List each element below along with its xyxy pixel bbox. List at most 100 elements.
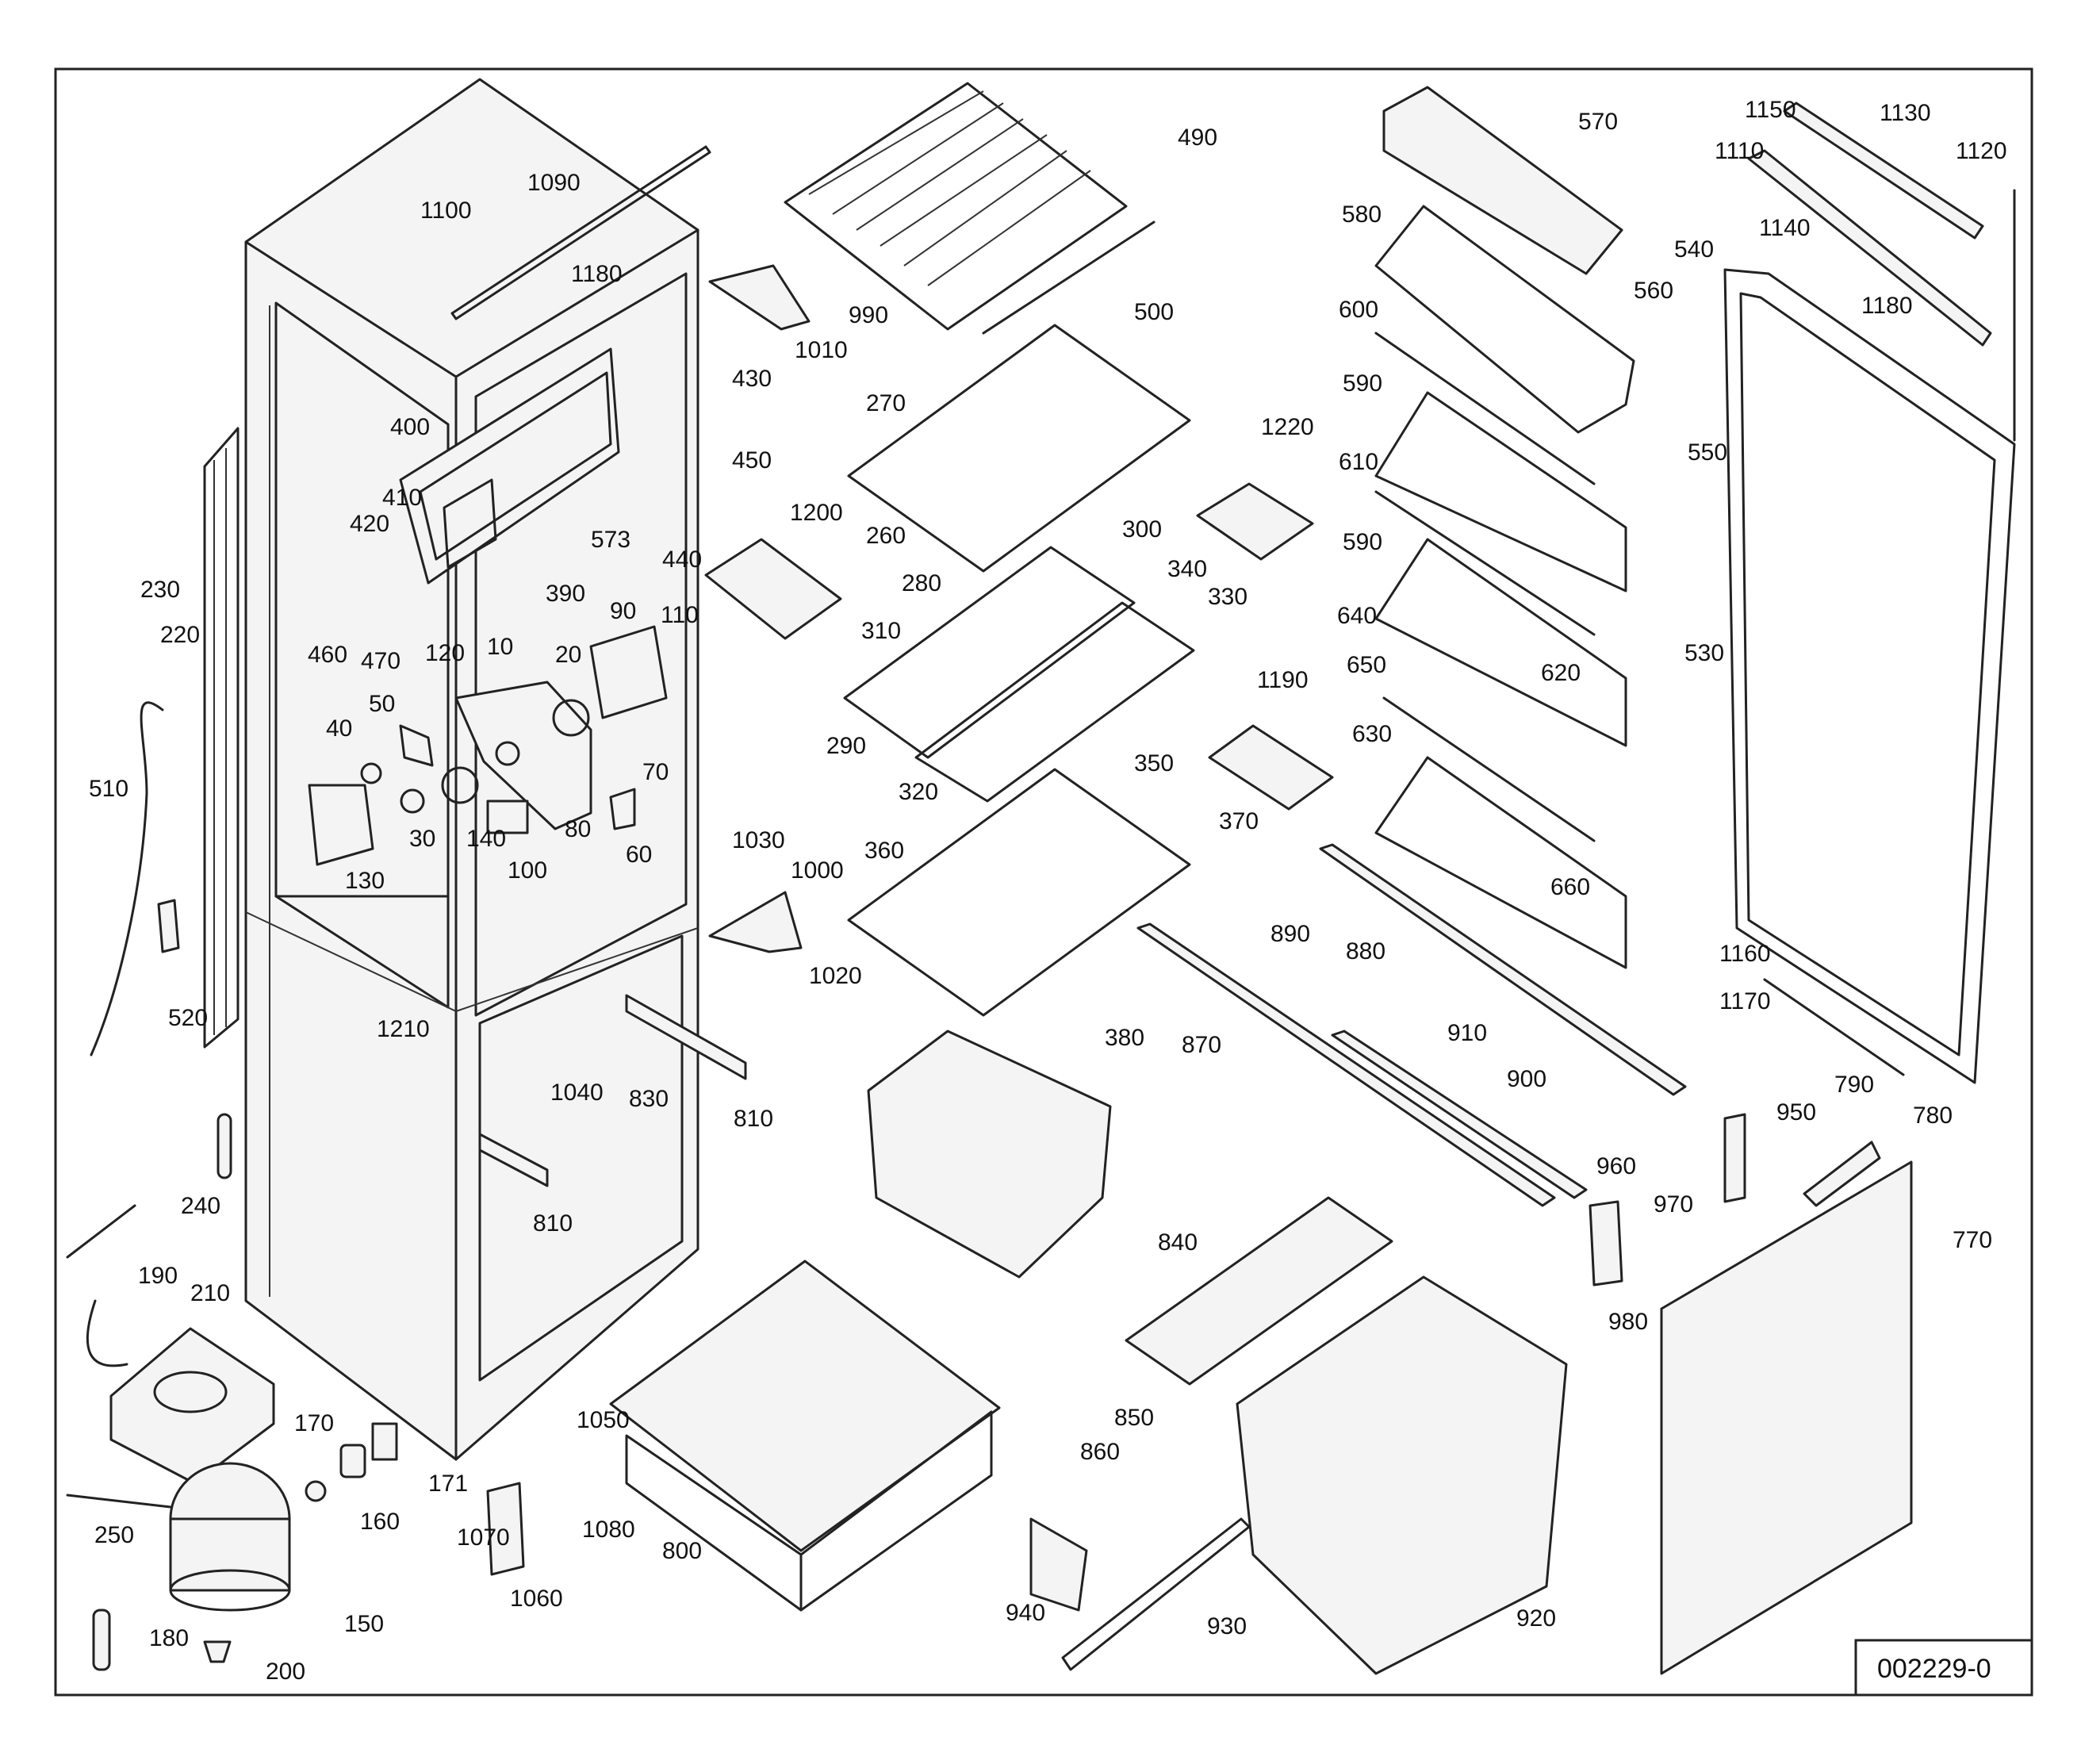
part-callout: 1030 xyxy=(732,827,785,853)
part-callout: 290 xyxy=(826,733,866,759)
part-callout: 400 xyxy=(390,414,430,440)
part-callout: 620 xyxy=(1541,660,1581,686)
part-callout: 500 xyxy=(1134,299,1174,325)
part-callout: 350 xyxy=(1134,750,1174,777)
part-callout: 390 xyxy=(546,581,585,607)
part-callout: 60 xyxy=(626,842,652,868)
part-callout: 160 xyxy=(360,1509,400,1535)
part-callout: 810 xyxy=(533,1210,573,1237)
part-callout: 530 xyxy=(1684,640,1724,666)
tray-840 xyxy=(1125,1196,1393,1386)
glass-shelf-260 xyxy=(847,324,1191,573)
part-callout: 80 xyxy=(565,816,591,842)
part-callout: 930 xyxy=(1207,1613,1247,1639)
part-callout: 940 xyxy=(1006,1600,1045,1626)
door-bin-630 xyxy=(1374,756,1627,969)
part-callout: 1190 xyxy=(1257,667,1309,693)
hinge-plate-1110 xyxy=(1747,149,1992,347)
part-callout: 630 xyxy=(1352,721,1392,747)
part-callout: 1180 xyxy=(1861,293,1913,319)
glass-shelf-320 xyxy=(914,601,1195,803)
part-callout: 50 xyxy=(369,691,395,717)
part-callout: 800 xyxy=(662,1538,702,1564)
part-callout: 250 xyxy=(94,1522,134,1548)
part-callout: 590 xyxy=(1343,529,1382,555)
part-callout: 1120 xyxy=(1956,138,2007,164)
part-callout: 560 xyxy=(1634,278,1673,304)
part-callout: 660 xyxy=(1550,874,1590,900)
compressor-housing xyxy=(109,1327,275,1485)
slide-900 xyxy=(1331,1030,1588,1199)
bracket-1000 xyxy=(708,891,803,953)
latch-520 xyxy=(157,899,180,953)
part-callout: 1080 xyxy=(582,1517,635,1543)
door-shelf-570 xyxy=(1382,86,1623,275)
part-callout: 30 xyxy=(409,826,435,852)
shelf-rod-500 xyxy=(982,220,1155,335)
part-callout: 310 xyxy=(861,618,901,644)
part-callout: 890 xyxy=(1270,921,1310,947)
relay-cover xyxy=(371,1422,398,1461)
basket-920 xyxy=(1236,1275,1568,1675)
power-cord xyxy=(66,1204,136,1367)
part-callout: 180 xyxy=(149,1625,189,1651)
part-callout: 460 xyxy=(308,642,347,668)
part-callout: 960 xyxy=(1596,1153,1636,1179)
part-callout: 1070 xyxy=(457,1524,510,1551)
part-callout: 200 xyxy=(266,1659,305,1685)
handle-780 xyxy=(1803,1141,1881,1207)
bottom-hinge xyxy=(486,1482,525,1576)
part-callout: 470 xyxy=(361,648,400,674)
part-callout: 140 xyxy=(466,826,506,852)
part-callout: 410 xyxy=(382,485,422,511)
evaporator-cover xyxy=(1196,482,1314,561)
part-callout: 190 xyxy=(138,1263,178,1289)
condenser-coil xyxy=(203,427,240,1049)
egg-tray xyxy=(1208,724,1334,811)
part-callout: 370 xyxy=(1219,808,1259,834)
part-callout: 580 xyxy=(1342,201,1382,228)
hinge-960 xyxy=(1589,1200,1623,1287)
part-callout: 220 xyxy=(160,622,200,648)
part-callout: 870 xyxy=(1182,1032,1221,1058)
gasket-930 xyxy=(1061,1517,1251,1671)
diagram-frame xyxy=(54,67,2033,1697)
bracket-950 xyxy=(1723,1113,1746,1203)
crisper-drawer xyxy=(867,1030,1112,1279)
part-callout: 330 xyxy=(1208,584,1247,610)
part-callout: 810 xyxy=(734,1106,773,1132)
part-callout: 420 xyxy=(350,511,389,537)
glass-shelf-290 xyxy=(843,546,1136,759)
part-callout: 440 xyxy=(662,546,702,573)
part-callout: 240 xyxy=(181,1193,220,1219)
rail-810-right xyxy=(625,994,747,1080)
freezer-flap xyxy=(399,347,620,585)
part-callout: 150 xyxy=(344,1611,384,1637)
part-callout: 610 xyxy=(1339,449,1378,475)
slide-870 xyxy=(1136,922,1556,1207)
part-callout: 1200 xyxy=(790,500,843,526)
part-callout: 573 xyxy=(591,527,630,553)
part-callout: 950 xyxy=(1776,1099,1816,1126)
part-callout: 520 xyxy=(168,1005,208,1031)
part-callout: 380 xyxy=(1105,1025,1144,1051)
bracket-990 xyxy=(708,264,811,331)
ice-tray xyxy=(704,538,842,640)
part-callout: 860 xyxy=(1080,1439,1120,1465)
part-callout: 1140 xyxy=(1759,215,1811,241)
part-callout: 360 xyxy=(864,838,904,864)
part-callout: 171 xyxy=(428,1471,468,1497)
part-callout: 260 xyxy=(866,523,906,549)
compressor xyxy=(66,1462,291,1612)
part-callout: 430 xyxy=(732,366,772,392)
part-callout: 320 xyxy=(899,779,938,805)
part-callout: 490 xyxy=(1178,125,1217,151)
door-panel-770 xyxy=(1660,1160,1913,1675)
part-callout: 1170 xyxy=(1719,988,1771,1014)
part-callout: 100 xyxy=(508,857,547,884)
rail-810-left xyxy=(478,1133,549,1187)
part-callout: 1100 xyxy=(420,197,472,224)
part-callout: 300 xyxy=(1122,516,1162,543)
